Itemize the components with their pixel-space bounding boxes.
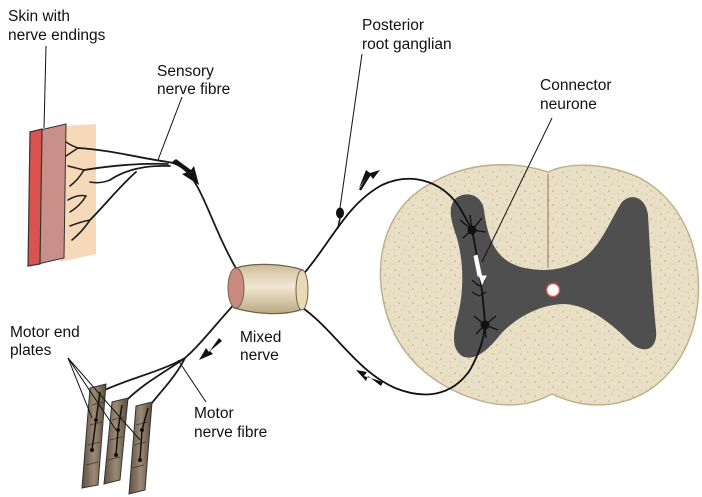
muscle-fibre-2 bbox=[104, 398, 128, 484]
sensory-nerve-fibres bbox=[78, 148, 238, 272]
spinal-cord bbox=[380, 165, 698, 405]
pointer-plate-3 bbox=[68, 358, 140, 440]
arrow-sensory bbox=[172, 159, 199, 185]
pointer-skin bbox=[44, 46, 46, 128]
motor-nerve-fibres bbox=[100, 300, 238, 408]
mixed-nerve-bundle bbox=[228, 264, 308, 313]
pointer-sensory bbox=[158, 97, 182, 160]
label-posterior-root-ganglion: Posterior root ganglian bbox=[362, 17, 452, 53]
label-skin: Skin with nerve endings bbox=[8, 8, 106, 44]
pointer-ganglion bbox=[340, 54, 362, 208]
pointer-motor-fibre bbox=[178, 360, 206, 402]
label-connector-neurone: Connector neurone bbox=[540, 77, 616, 113]
label-motor-nerve-fibre: Motor nerve fibre bbox=[194, 405, 267, 441]
skin-epidermis bbox=[28, 129, 42, 266]
central-canal bbox=[547, 284, 560, 297]
label-motor-end-plates: Motor end plates bbox=[10, 324, 84, 359]
label-sensory-nerve-fibre: Sensory nerve fibre bbox=[157, 63, 230, 98]
muscle-fibres bbox=[82, 384, 152, 494]
skin-section bbox=[28, 124, 110, 266]
label-mixed-nerve: Mixed nerve bbox=[240, 329, 286, 364]
